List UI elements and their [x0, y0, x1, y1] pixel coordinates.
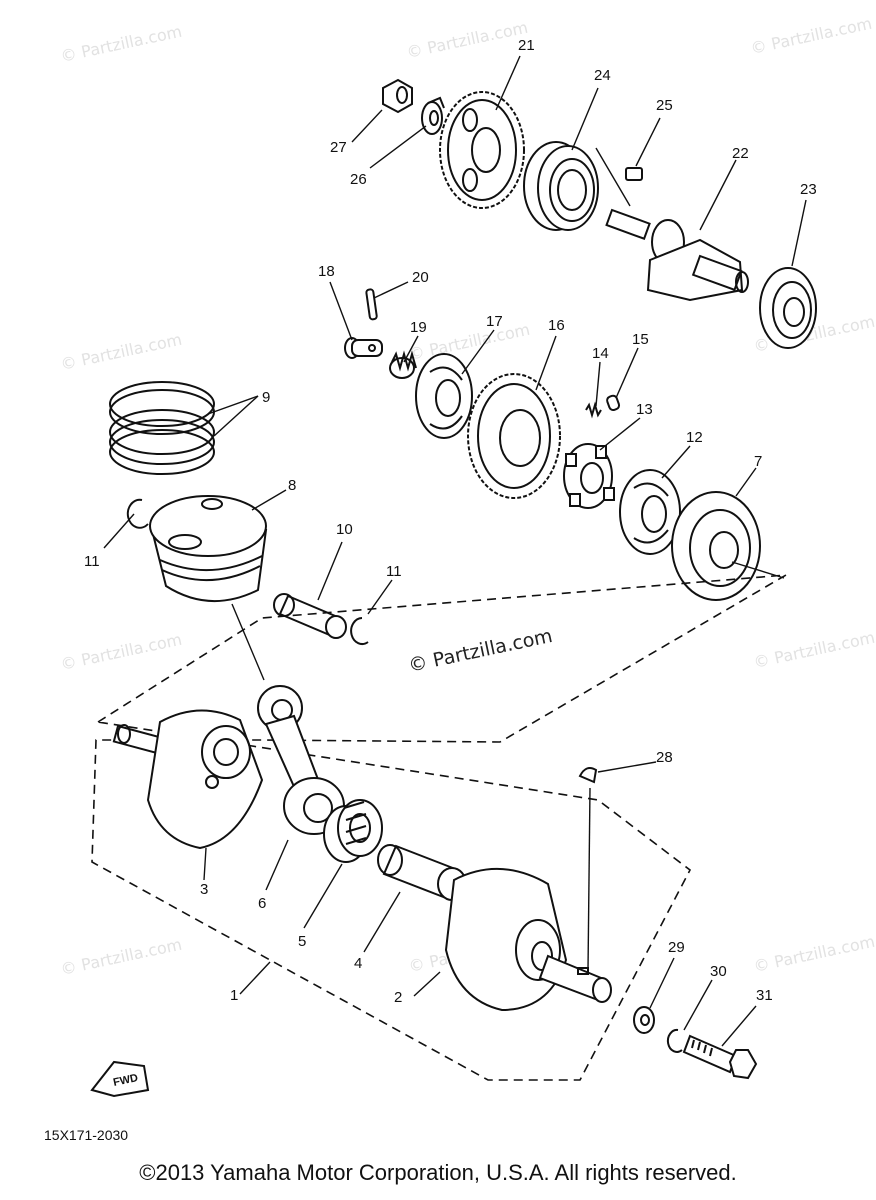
connecting-rod-6: [257, 685, 345, 835]
straight-pin-18: [344, 337, 383, 359]
needle-bearing-5: [323, 799, 383, 863]
callout-6: 6: [258, 895, 266, 912]
callout-27: 27: [330, 139, 347, 156]
piston-pin-clip-11: [126, 498, 149, 529]
drive-gear-16: [467, 373, 561, 499]
piston-8: [149, 495, 268, 603]
woodruff-key-25: [625, 167, 643, 181]
callout-28: 28: [656, 749, 673, 766]
callout-21: 21: [518, 37, 535, 54]
callout-18: 18: [318, 263, 335, 280]
callout-10: 10: [336, 521, 353, 538]
callout-31: 31: [756, 987, 773, 1004]
bearing-23: [759, 267, 817, 349]
fwd-arrow-icon: FWD: [90, 1060, 150, 1098]
spring-14: [585, 401, 602, 419]
callout-24: 24: [594, 67, 611, 84]
callout-8: 8: [288, 477, 296, 494]
crankshaft-assembly-outline: [91, 574, 787, 1081]
crank-3: [112, 709, 264, 850]
callout-labels: 1 2 3 4 5 6 7 8 9 10 11 11 12 13 14 15 1…: [84, 37, 817, 1006]
callout-25: 25: [656, 97, 673, 114]
callout-12: 12: [686, 429, 703, 446]
callout-17: 17: [486, 313, 503, 330]
callout-1: 1: [230, 987, 238, 1004]
plate-17: [415, 353, 473, 439]
lock-washer-30: [666, 1028, 683, 1053]
watermark: © Partzilla.com: [59, 630, 184, 674]
callout-20: 20: [412, 269, 429, 286]
spring-19: [389, 350, 417, 379]
bearing-24: [523, 141, 599, 231]
callout-23: 23: [800, 181, 817, 198]
callout-19: 19: [410, 319, 427, 336]
watermark: © Partzilla.com: [59, 330, 184, 374]
bearing-7: [671, 491, 761, 601]
callout-29: 29: [668, 939, 685, 956]
callout-16: 16: [548, 317, 565, 334]
callout-2: 2: [394, 989, 402, 1006]
callout-30: 30: [710, 963, 727, 980]
callout-11b: 11: [386, 563, 402, 580]
crank-pin-4: [377, 844, 467, 901]
callout-11: 11: [84, 553, 100, 570]
piston-ring-set-9: [109, 381, 215, 475]
crank-2: [444, 867, 612, 1012]
washer-29: [633, 1006, 655, 1034]
pin-20: [365, 288, 378, 321]
fwd-label: FWD: [112, 1072, 139, 1089]
buffer-boss-13: [563, 443, 615, 509]
watermark: © Partzilla.com: [752, 932, 876, 976]
callout-7: 7: [754, 453, 762, 470]
callout-5: 5: [298, 933, 306, 950]
balancer-shaft-22: [605, 208, 749, 302]
callout-15: 15: [632, 331, 649, 348]
callout-26: 26: [350, 171, 367, 188]
watermark: © Partzilla.com: [59, 935, 184, 979]
callout-3: 3: [200, 881, 208, 898]
callout-9: 9: [262, 389, 270, 406]
callout-13: 13: [636, 401, 653, 418]
piston-pin-clip-11: [350, 617, 369, 645]
callout-22: 22: [732, 145, 749, 162]
watermark: © Partzilla.com: [59, 22, 184, 66]
watermark-center: © Partzilla.com: [406, 625, 554, 677]
lock-washer-26: [421, 96, 445, 135]
balancer-gear-21: [439, 91, 525, 209]
copyright-notice: ©2013 Yamaha Motor Corporation, U.S.A. A…: [139, 1160, 737, 1185]
callout-14: 14: [592, 345, 609, 362]
leader-lines: [103, 55, 807, 1047]
plate-12: [619, 469, 681, 555]
pin-15: [606, 394, 621, 412]
watermark: © Partzilla.com: [405, 18, 530, 62]
bolt-31: [682, 1034, 758, 1080]
watermark: © Partzilla.com: [752, 628, 876, 672]
woodruff-key-28: [578, 767, 598, 784]
drawing-code: 15X171-2030: [44, 1127, 128, 1143]
piston-pin-10: [273, 593, 347, 639]
callout-4: 4: [354, 955, 362, 972]
watermark: © Partzilla.com: [749, 14, 874, 58]
nut-27: [382, 78, 413, 114]
